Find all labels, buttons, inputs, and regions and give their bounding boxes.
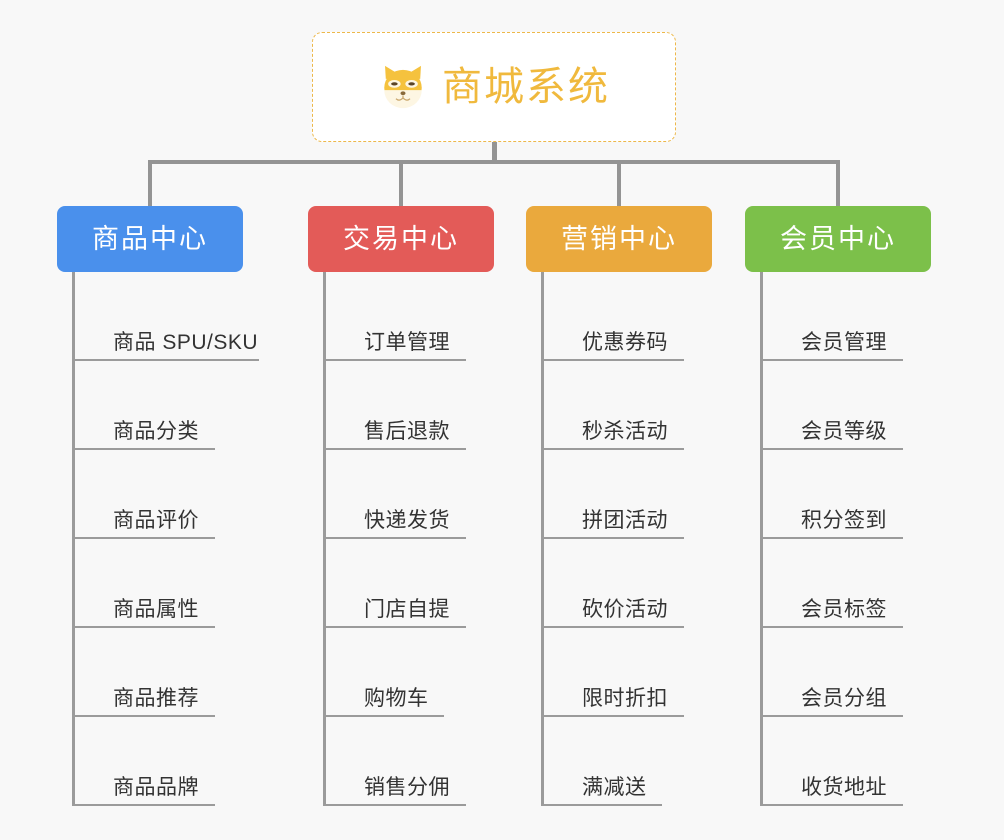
leaf-item[interactable]: 会员管理 [763, 272, 928, 361]
leaf-item-label: 商品品牌 [113, 776, 199, 799]
leaf-trunk [760, 272, 763, 806]
leaf-item-label: 商品推荐 [113, 687, 199, 710]
leaf-item[interactable]: 销售分佣 [326, 717, 491, 806]
leaf-item-label: 商品属性 [113, 598, 199, 621]
connector-drop-4 [836, 160, 840, 206]
leaf-item-rule [763, 359, 903, 361]
leaf-column-3: 优惠券码秒杀活动拼团活动砍价活动限时折扣满减送 [541, 272, 710, 806]
leaf-item[interactable]: 秒杀活动 [544, 361, 709, 450]
leaf-item-label: 积分签到 [801, 509, 887, 532]
leaf-item-label: 商品评价 [113, 509, 199, 532]
leaf-item-rule [544, 448, 684, 450]
connector-drop-2 [399, 160, 403, 206]
leaf-trunk [541, 272, 544, 806]
leaf-item[interactable]: 限时折扣 [544, 628, 709, 717]
leaf-item-rule [544, 626, 684, 628]
leaf-trunk [72, 272, 75, 806]
leaf-item-label: 优惠券码 [582, 331, 668, 354]
category-label: 商品中心 [92, 223, 208, 254]
root-node[interactable]: 商城系统 [312, 32, 676, 142]
leaf-item[interactable]: 商品属性 [75, 539, 283, 628]
leaf-item[interactable]: 会员标签 [763, 539, 928, 628]
leaf-item-label: 销售分佣 [364, 776, 450, 799]
connector-drop-1 [148, 160, 152, 206]
leaf-item-label: 秒杀活动 [582, 420, 668, 443]
category-label: 会员中心 [780, 223, 896, 254]
leaf-item-rule [544, 359, 684, 361]
leaf-item-rule [75, 804, 215, 806]
leaf-item[interactable]: 会员等级 [763, 361, 928, 450]
leaf-item-rule [544, 715, 684, 717]
leaf-trunk [323, 272, 326, 806]
leaf-item[interactable]: 商品分类 [75, 361, 283, 450]
leaf-item-label: 会员管理 [801, 331, 887, 354]
leaf-item-rule [326, 626, 466, 628]
leaf-item[interactable]: 满减送 [544, 717, 709, 806]
leaf-item-rule [544, 537, 684, 539]
leaf-item-rule [763, 626, 903, 628]
category-box-1[interactable]: 商品中心 [57, 206, 243, 272]
leaf-column-2: 订单管理售后退款快递发货门店自提购物车销售分佣 [323, 272, 492, 806]
leaf-item-label: 会员等级 [801, 420, 887, 443]
leaf-item-rule [75, 448, 215, 450]
connector-drop-3 [617, 160, 621, 206]
leaf-item-label: 商品 SPU/SKU [113, 331, 259, 354]
leaf-item-rule [763, 448, 903, 450]
leaf-item[interactable]: 商品评价 [75, 450, 283, 539]
leaf-item-label: 订单管理 [364, 331, 450, 354]
connector-horizontal-bar [150, 160, 839, 164]
category-label: 交易中心 [343, 223, 459, 254]
leaf-item-rule [75, 626, 215, 628]
leaf-item-label: 收货地址 [801, 776, 887, 799]
leaf-item-label: 拼团活动 [582, 509, 668, 532]
shiba-dog-face-icon [378, 62, 428, 112]
leaf-item[interactable]: 购物车 [326, 628, 491, 717]
category-box-3[interactable]: 营销中心 [526, 206, 712, 272]
leaf-item-rule [75, 537, 215, 539]
category-box-2[interactable]: 交易中心 [308, 206, 494, 272]
leaf-item-rule [544, 804, 662, 806]
leaf-item-rule [326, 804, 466, 806]
leaf-item-rule [763, 715, 903, 717]
leaf-item-label: 会员分组 [801, 687, 887, 710]
leaf-item-rule [326, 537, 466, 539]
leaf-item-rule [326, 715, 444, 717]
leaf-column-4: 会员管理会员等级积分签到会员标签会员分组收货地址 [760, 272, 929, 806]
leaf-item[interactable]: 优惠券码 [544, 272, 709, 361]
leaf-item[interactable]: 会员分组 [763, 628, 928, 717]
category-label: 营销中心 [561, 223, 677, 254]
leaf-item[interactable]: 收货地址 [763, 717, 928, 806]
leaf-item-rule [326, 359, 466, 361]
leaf-item-label: 满减送 [582, 776, 647, 799]
leaf-item[interactable]: 售后退款 [326, 361, 491, 450]
root-title: 商城系统 [442, 65, 610, 109]
leaf-item[interactable]: 砍价活动 [544, 539, 709, 628]
leaf-item[interactable]: 商品品牌 [75, 717, 283, 806]
category-box-4[interactable]: 会员中心 [745, 206, 931, 272]
leaf-item[interactable]: 快递发货 [326, 450, 491, 539]
connector-root-stub [492, 142, 497, 164]
leaf-item-label: 售后退款 [364, 420, 450, 443]
leaf-item[interactable]: 门店自提 [326, 539, 491, 628]
leaf-item-label: 会员标签 [801, 598, 887, 621]
leaf-item-label: 快递发货 [364, 509, 450, 532]
leaf-item[interactable]: 积分签到 [763, 450, 928, 539]
leaf-item-label: 购物车 [364, 687, 429, 710]
leaf-item-rule [75, 715, 215, 717]
leaf-item[interactable]: 商品推荐 [75, 628, 283, 717]
leaf-item[interactable]: 拼团活动 [544, 450, 709, 539]
leaf-item[interactable]: 商品 SPU/SKU [75, 272, 283, 361]
leaf-item-rule [326, 448, 466, 450]
leaf-item-rule [763, 537, 903, 539]
leaf-item-rule [763, 804, 903, 806]
leaf-column-1: 商品 SPU/SKU 商品分类商品评价商品属性商品推荐商品品牌 [72, 272, 284, 806]
leaf-item-label: 限时折扣 [582, 687, 668, 710]
leaf-item-label: 门店自提 [364, 598, 450, 621]
leaf-item-label: 砍价活动 [582, 598, 668, 621]
leaf-item-label: 商品分类 [113, 420, 199, 443]
leaf-item[interactable]: 订单管理 [326, 272, 491, 361]
leaf-item-rule [75, 359, 259, 361]
